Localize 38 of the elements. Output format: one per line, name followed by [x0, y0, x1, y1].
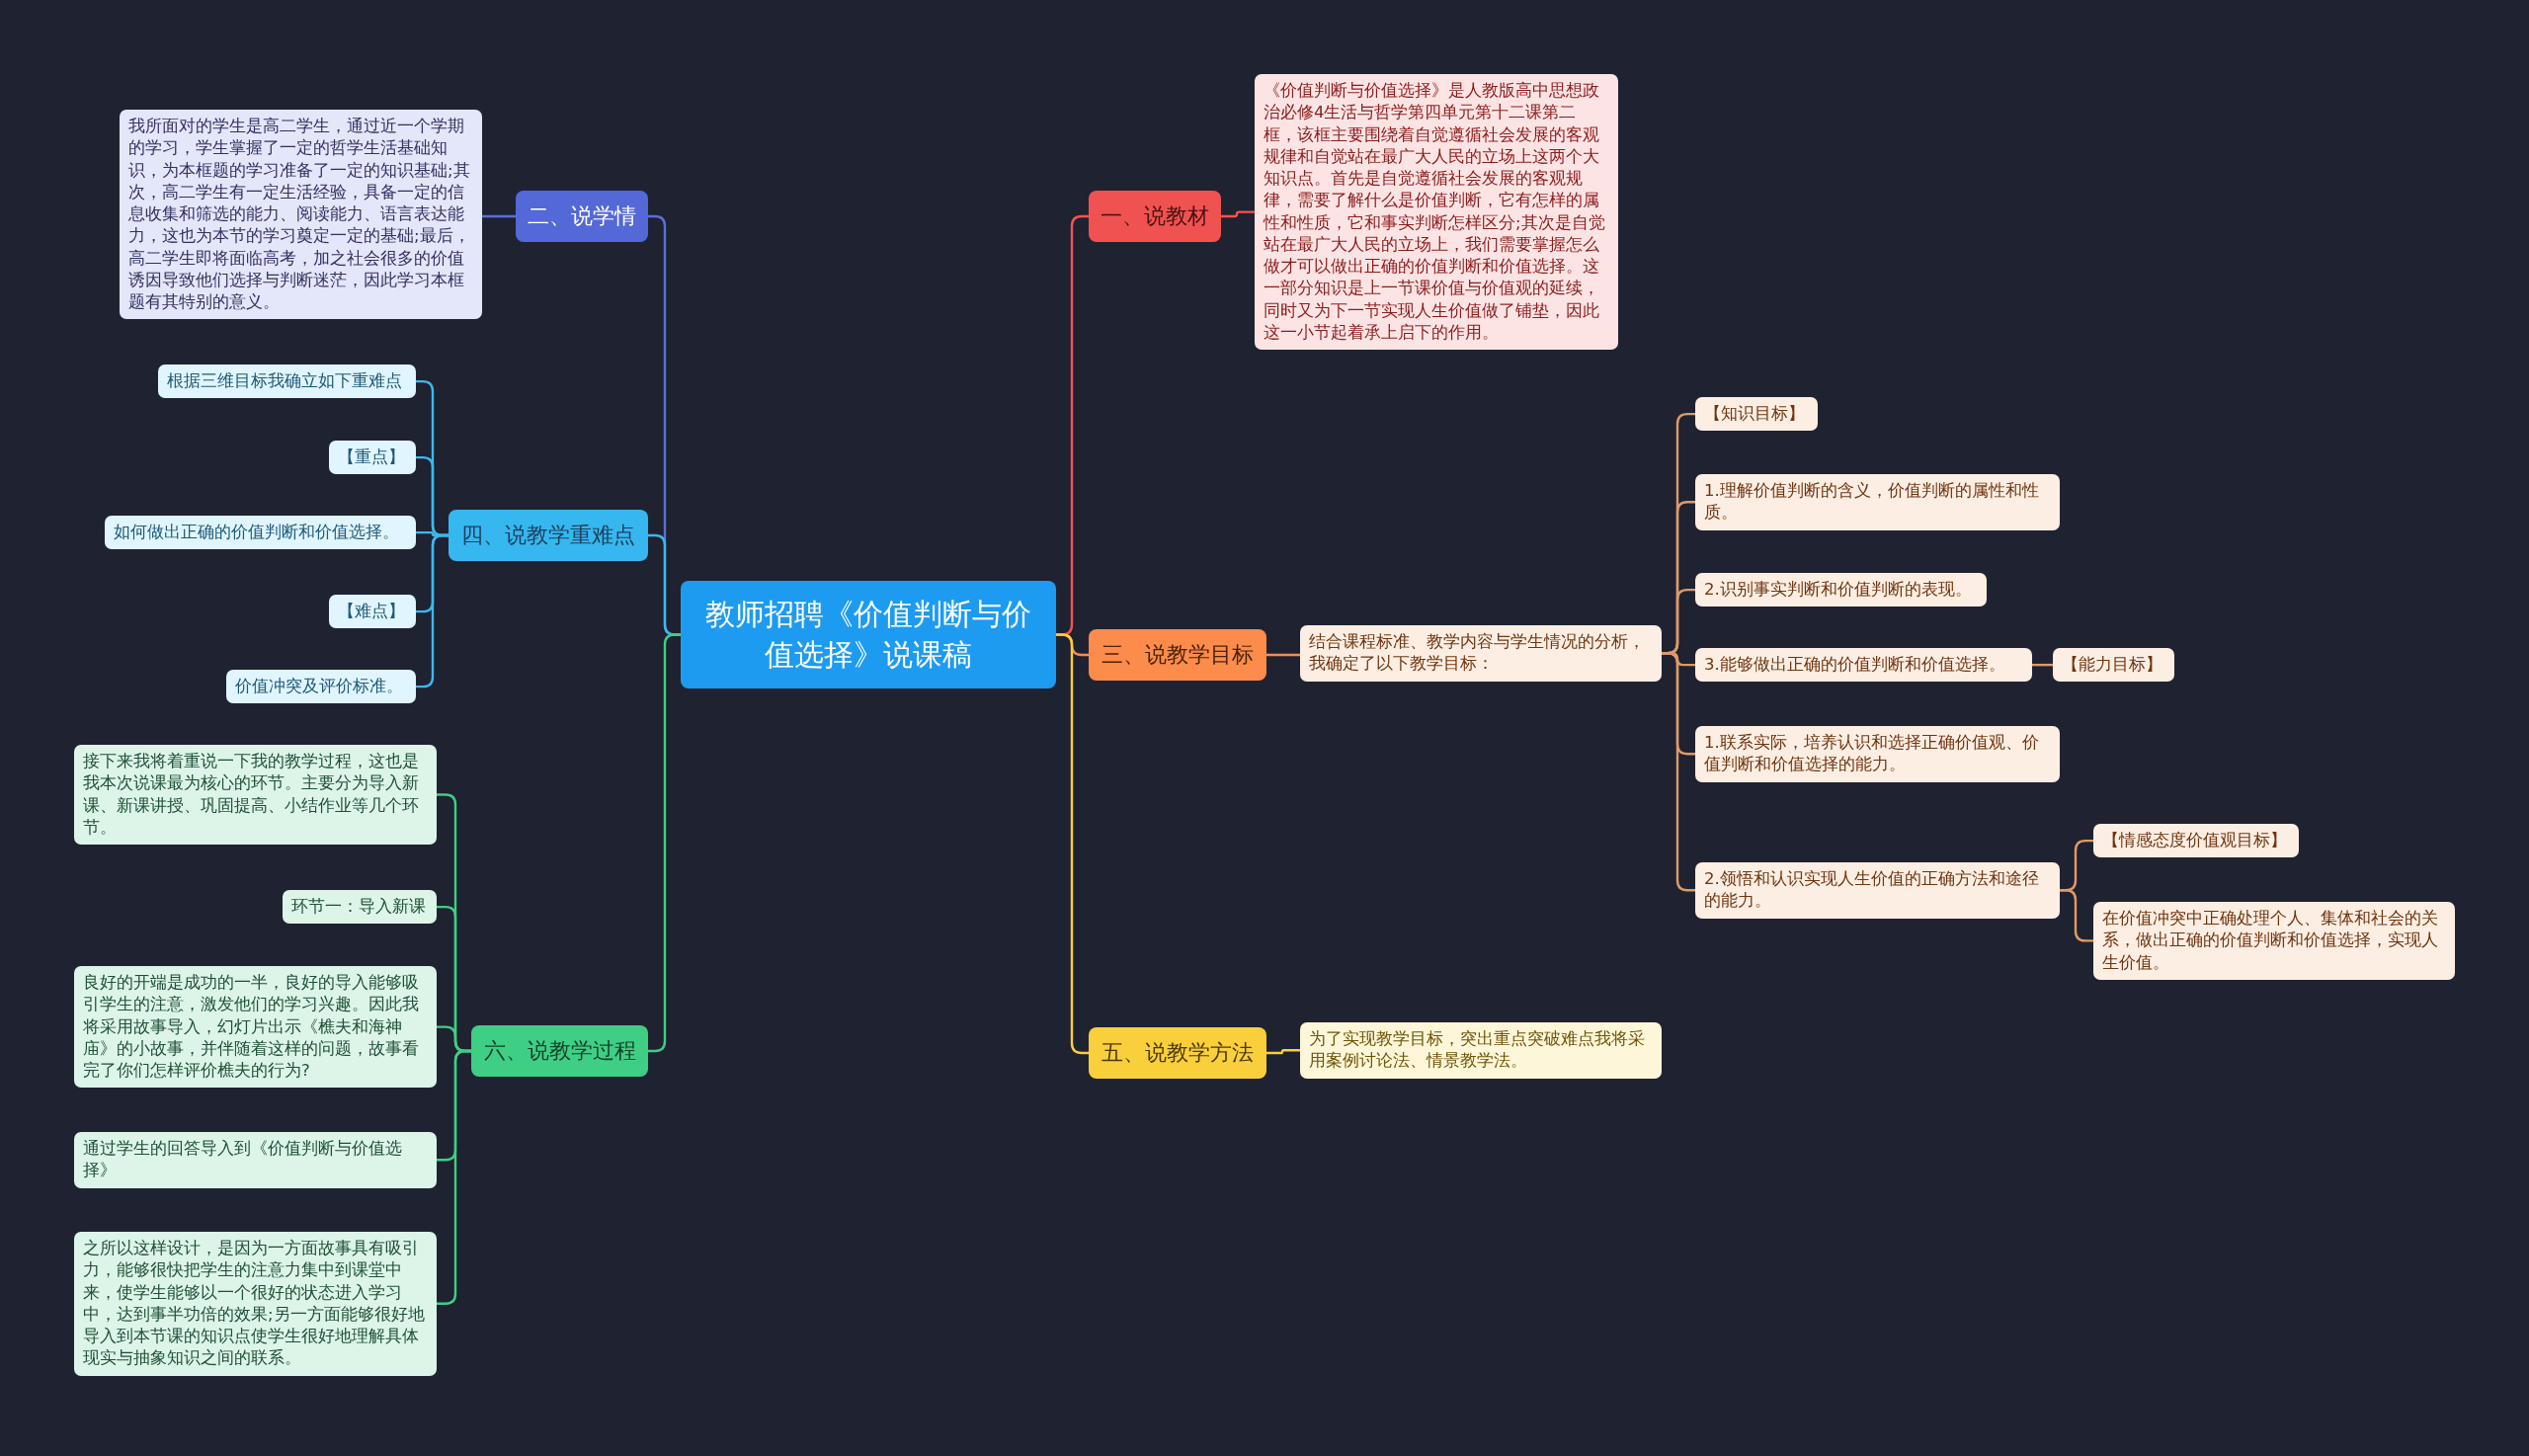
text-box: 2.领悟和认识实现人生价值的正确方法和途径的能力。 — [1695, 862, 2060, 919]
text-box: 2.识别事实判断和价值判断的表现。 — [1695, 573, 1987, 607]
text-box: 为了实现教学目标，突出重点突破难点我将采用案例讨论法、情景教学法。 — [1300, 1022, 1662, 1079]
text-box: 如何做出正确的价值判断和价值选择。 — [105, 516, 416, 550]
text-box: 价值冲突及评价标准。 — [226, 670, 416, 704]
text-box: 【能力目标】 — [2053, 648, 2174, 683]
text-box: 1.理解价值判断的含义，价值判断的属性和性质。 — [1695, 474, 2060, 530]
text-box: 3.能够做出正确的价值判断和价值选择。 — [1695, 648, 2032, 683]
connector-line — [2060, 889, 2093, 942]
connector-line — [1266, 1049, 1300, 1055]
topic-box: 六、说教学过程 — [471, 1025, 648, 1077]
topic-box: 四、说教学重难点 — [449, 510, 648, 561]
connector-line — [1662, 652, 1695, 892]
text-box: 环节一：导入新课 — [283, 890, 437, 925]
topic-box: 一、说教材 — [1089, 191, 1221, 242]
connector-line — [482, 214, 516, 218]
connector-line — [1221, 210, 1255, 218]
text-box: 之所以这样设计，是因为一方面故事具有吸引力，能够很快把学生的注意力集中到课堂中来，使学生能够以一个很好的状态进入学习中，达到事半功倍的效果;另一方面能够很好地导入到本节课的知识点使学生很好地理解具体现实与抽象知识之间的联系。 — [74, 1232, 437, 1376]
text-box: 我所面对的学生是高二学生，通过近一个学期的学习，学生掌握了一定的哲学生活基础知识，为本框题的学习准备了一定的知识基础;其次，高二学生有一定生活经验，具备一定的信息收集和筛选的能力、阅读能力、语言表达能力，这也为本节的学习奠定一定的基础;最后，高二学生即将面临高考，加之社会很多的价值诱因导致他们选择与判断迷茫，因此学习本框题有其特别的意义。 — [120, 110, 482, 320]
connector-line — [2032, 663, 2053, 667]
text-box: 通过学生的回答导入到《价值判断与价值选择》 — [74, 1132, 437, 1188]
text-box: 1.联系实际，培养认识和选择正确价值观、价值判断和价值选择的能力。 — [1695, 726, 2060, 782]
text-box: 接下来我将着重说一下我的教学过程，这也是我本次说课最为核心的环节。主要分为导入新课、新课讲授、巩固提高、小结作业等几个环节。 — [74, 745, 437, 846]
text-box: 《价值判断与价值选择》是人教版高中思想政治必修4生活与哲学第四单元第十二课第二框，该框主要围绕着自觉遵循社会发展的客观规律和自觉站在最广大人民的立场上这两个大知识点。首先是自觉遵循社会发展的客观规律，需要了解什么是价值判断，它有怎样的属性和性质，它和事实判断怎样区分;其次是自觉站在最广大人民的立场上，我们需要掌握怎么做才可以做出正确的价值判断和价值选择。这一部分知识是上一节课价值与价值观的延续，同时又为下一节实现人生价值做了铺垫，因此这一小节起着承上启下的作用。 — [1255, 74, 1618, 351]
text-box: 【情感态度价值观目标】 — [2093, 824, 2299, 858]
topic-box: 五、说教学方法 — [1089, 1027, 1266, 1079]
topic-box: 三、说教学目标 — [1089, 629, 1266, 681]
connector-line — [1266, 653, 1300, 657]
connector-line — [437, 1049, 471, 1305]
text-box: 【重点】 — [329, 441, 416, 475]
title-box: 教师招聘《价值判断与价值选择》说课稿 — [681, 581, 1056, 688]
text-box: 根据三维目标我确立如下重难点 — [158, 364, 416, 399]
text-box: 【知识目标】 — [1695, 397, 1818, 432]
text-box: 结合课程标准、教学内容与学生情况的分析，我确定了以下教学目标： — [1300, 625, 1662, 682]
topic-box: 二、说学情 — [516, 191, 648, 242]
text-box: 在价值冲突中正确处理个人、集体和社会的关系，做出正确的价值判断和价值选择，实现人生价值。 — [2093, 902, 2455, 980]
text-box: 良好的开端是成功的一半，良好的导入能够吸引学生的注意，激发他们的学习兴趣。因此我将采用故事导入，幻灯片出示《樵夫和海神庙》的小故事，并伴随着这样的问题，故事看完了你们怎样评价樵夫的行为? — [74, 966, 437, 1089]
text-box: 【难点】 — [329, 595, 416, 629]
